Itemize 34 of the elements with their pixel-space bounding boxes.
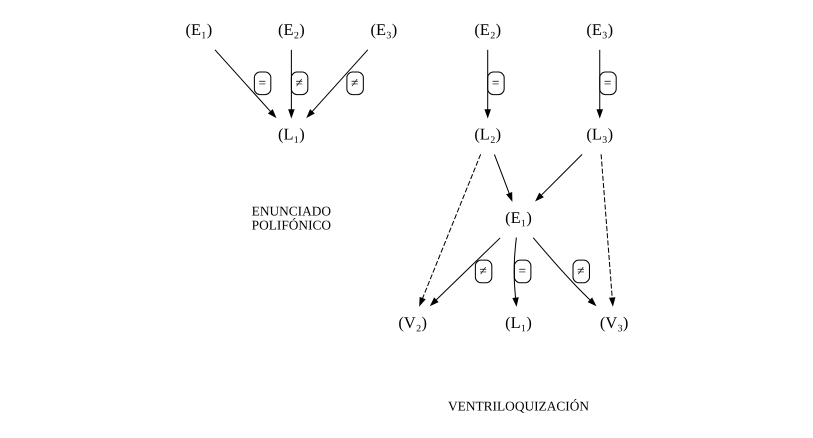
arrow: [512, 238, 519, 307]
edge-label: ≠: [479, 262, 487, 278]
node-text: (L₁): [505, 312, 532, 332]
arrow: [532, 237, 596, 306]
arrow: [430, 238, 500, 306]
arrow: [600, 154, 616, 307]
node-text: (L₃): [586, 124, 614, 144]
node-text: (E₁): [186, 20, 212, 39]
arrow: [535, 154, 582, 202]
arrow: [484, 50, 491, 119]
edge-label: ≠: [350, 74, 358, 90]
arrow: [214, 49, 276, 118]
node-text: (V₂): [398, 312, 427, 332]
label: VENTRILOQUIZACIÓN: [448, 398, 590, 414]
edge-label: ≠: [295, 74, 303, 90]
edge-label: =: [518, 262, 526, 278]
node-text: (L₁): [278, 124, 305, 144]
arrow: [596, 50, 603, 119]
edge-label: =: [492, 74, 500, 90]
node-text: (E₂): [278, 20, 305, 39]
node-text: (V₃): [600, 312, 628, 332]
label: ENUNCIADO POLIFÓNICO: [252, 203, 332, 233]
node-text: (E₁): [505, 208, 532, 227]
node-text: (E₂): [474, 20, 502, 39]
node-text: (E₃): [370, 20, 398, 39]
arrow: [494, 154, 512, 202]
edge-label: ≠: [577, 262, 584, 278]
node-text: (L₂): [474, 124, 502, 144]
edge-label: =: [258, 74, 266, 90]
arrow: [419, 154, 482, 307]
node-text: (E₃): [586, 20, 614, 39]
edge-label: =: [604, 74, 612, 90]
arrow: [288, 50, 295, 119]
arrow: [306, 49, 368, 118]
